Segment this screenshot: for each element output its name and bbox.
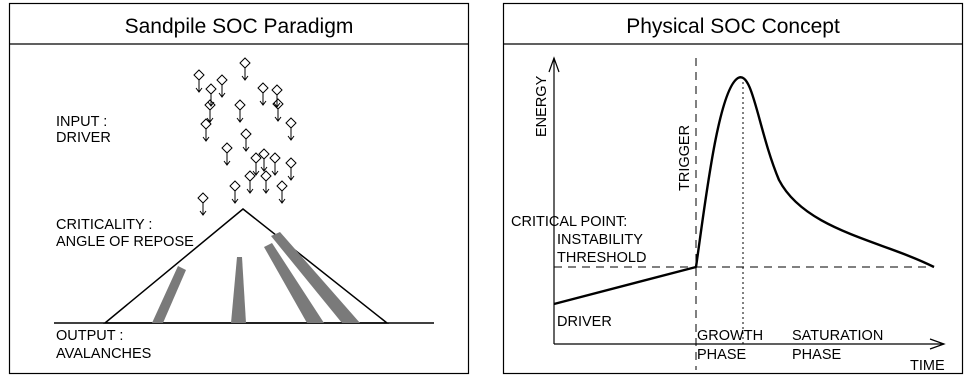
- grain-diamond: [240, 128, 252, 140]
- input-label: INPUT : DRIVER: [56, 114, 111, 146]
- grain-diamond: [269, 152, 281, 164]
- sand-grain: [269, 152, 281, 176]
- y-axis-arrow: [548, 56, 560, 73]
- physical-panel-title: Physical SOC Concept: [626, 15, 840, 38]
- grain-arrow-head: [236, 117, 244, 123]
- grain-diamond: [234, 99, 246, 111]
- sand-grain: [260, 170, 272, 194]
- grain-arrow-head: [259, 100, 267, 106]
- physical-soc-panel: Physical SOC Concept ENERGY TRIGGER CRIT…: [502, 2, 964, 375]
- grain-arrow-head: [287, 175, 295, 181]
- avalanche-streak: [152, 266, 186, 323]
- grain-diamond: [239, 57, 251, 69]
- sand-grain: [272, 98, 284, 122]
- sandpile-panel-frame: [8, 2, 470, 375]
- grain-arrow-head: [202, 136, 210, 142]
- grain-diamond: [193, 69, 205, 81]
- sand-grain: [276, 180, 288, 204]
- sand-grain: [240, 128, 252, 152]
- grain-arrow-head: [199, 210, 207, 216]
- grain-diamond: [216, 74, 228, 86]
- trigger-label: TRIGGER: [677, 125, 693, 191]
- grain-arrow-head: [242, 146, 250, 152]
- grain-diamond: [285, 117, 297, 129]
- critical-point-label: CRITICAL POINT: INSTABILITY THRESHOLD: [511, 214, 647, 266]
- grain-arrow-head: [274, 116, 282, 122]
- grain-diamond: [276, 180, 288, 192]
- energy-curve: [553, 76, 935, 306]
- grain-diamond: [197, 192, 209, 204]
- grain-arrow-head: [271, 170, 279, 176]
- sand-grain: [239, 57, 251, 81]
- grain-arrow-head: [287, 135, 295, 141]
- sandpile-panel: Sandpile SOC Paradigm INPUT : DRIVER CRI…: [8, 2, 470, 375]
- sand-grain: [204, 99, 216, 123]
- grain-diamond: [257, 82, 269, 94]
- y-axis-label: ENERGY: [534, 75, 550, 137]
- avalanche-streak: [231, 257, 246, 323]
- physical-panel-frame: [502, 2, 964, 375]
- sand-grain: [216, 74, 228, 98]
- avalanche-streak: [264, 243, 324, 323]
- sand-grain: [221, 142, 233, 166]
- sand-grain: [229, 180, 241, 204]
- sand-grain: [250, 152, 262, 176]
- grain-diamond: [221, 142, 233, 154]
- sandpile-panel-title: Sandpile SOC Paradigm: [125, 15, 354, 38]
- grain-diamond: [244, 170, 256, 182]
- grain-arrow-head: [206, 117, 214, 123]
- grain-diamond: [205, 83, 217, 95]
- sand-grain: [234, 99, 246, 123]
- grain-arrow-head: [218, 92, 226, 98]
- sand-grain: [197, 192, 209, 216]
- x-axis-label: TIME: [910, 358, 945, 374]
- x-axis-arrow: [929, 338, 946, 350]
- sand-grain: [258, 148, 270, 172]
- grain-arrow-head: [246, 188, 254, 194]
- sand-grain: [193, 69, 205, 93]
- grain-diamond: [229, 180, 241, 192]
- grain-diamond: [271, 84, 283, 96]
- growth-phase-label: GROWTH PHASE: [697, 328, 767, 363]
- driver-label: DRIVER: [557, 314, 612, 330]
- grain-diamond: [285, 157, 297, 169]
- grain-arrow-head: [262, 188, 270, 194]
- sand-grain: [244, 170, 256, 194]
- criticality-label: CRITICALITY : ANGLE OF REPOSE: [56, 217, 194, 250]
- grain-diamond: [260, 170, 272, 182]
- avalanche-streaks: [152, 232, 360, 323]
- sand-grain: [285, 157, 297, 181]
- grain-arrow-head: [273, 102, 281, 108]
- grain-arrow-head: [260, 166, 268, 172]
- sand-grain: [200, 118, 212, 142]
- grain-arrow-head: [241, 75, 249, 81]
- grain-arrow-head: [252, 170, 260, 176]
- sand-grain: [285, 117, 297, 141]
- sand-grains: [193, 57, 297, 216]
- output-label: OUTPUT : AVALANCHES: [56, 328, 151, 362]
- sand-grain: [271, 84, 283, 108]
- sand-grain: [257, 82, 269, 106]
- grain-arrow-head: [231, 198, 239, 204]
- avalanche-streak: [271, 232, 360, 323]
- saturation-phase-label: SATURATION PHASE: [792, 328, 887, 363]
- grain-arrow-head: [278, 198, 286, 204]
- grain-arrow-head: [195, 87, 203, 93]
- grain-arrow-head: [223, 160, 231, 166]
